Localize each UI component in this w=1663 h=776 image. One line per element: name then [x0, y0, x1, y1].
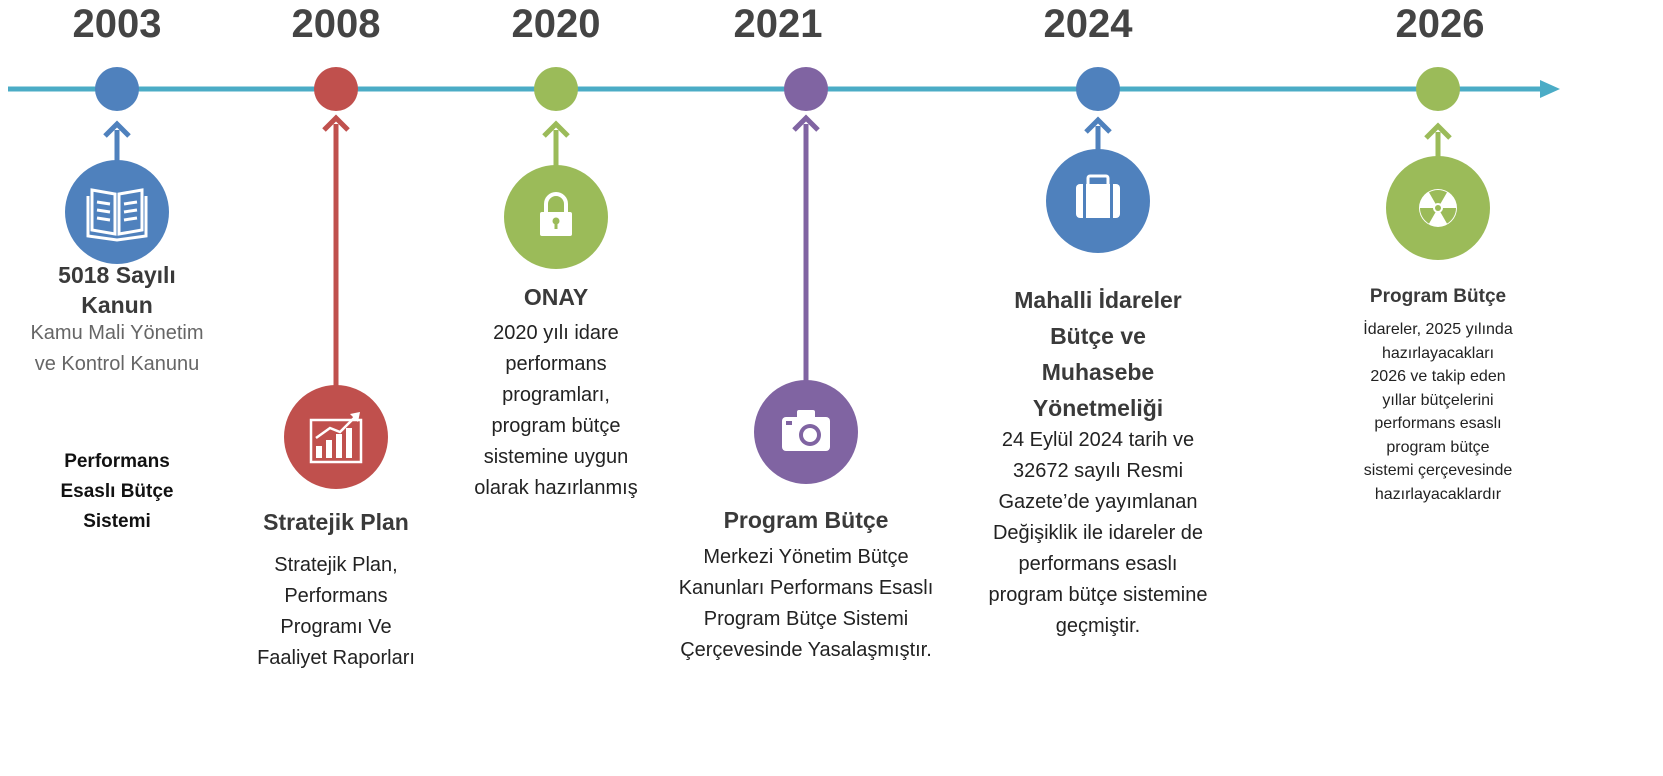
year-label-2003: 2003	[72, 2, 162, 46]
briefcase-icon	[1076, 174, 1120, 218]
icon-circle-2003	[65, 160, 169, 264]
event-title-2026: Program Bütçe	[1369, 286, 1507, 307]
timeline-node-2008	[314, 67, 358, 111]
connector-2024	[1084, 116, 1112, 150]
connector-2026	[1424, 122, 1452, 160]
event-extra-2003: Performans Esaslı Bütçe Sistemi	[60, 451, 174, 532]
event-title-2008: Stratejik Plan	[263, 509, 409, 535]
year-label-2021: 2021	[733, 2, 823, 46]
camera-icon	[782, 410, 830, 451]
event-title-2021: Program Bütçe	[723, 507, 889, 533]
connector-2020	[542, 120, 570, 170]
bar-chart-icon	[309, 412, 363, 464]
connector-2021	[792, 114, 820, 384]
event-description-2024: 24 Eylül 2024 tarih ve 32672 sayılı Resm…	[988, 429, 1208, 637]
book-icon	[86, 188, 148, 242]
timeline-node-2021	[784, 67, 828, 111]
year-label-2020: 2020	[511, 2, 601, 46]
year-label-2024: 2024	[1043, 2, 1133, 46]
radiation-icon	[1419, 189, 1457, 227]
year-label-2008: 2008	[291, 2, 381, 46]
event-title-2024: Mahalli İdareler Bütçe ve Muhasebe Yönet…	[1014, 287, 1182, 421]
lock-icon	[540, 192, 572, 236]
timeline-arrowhead	[1540, 80, 1560, 98]
event-title-2020: ONAY	[523, 284, 589, 310]
timeline-node-2024	[1076, 67, 1120, 111]
connector-2008	[322, 114, 350, 390]
event-description-2008: Stratejik Plan, Performans Programı Ve F…	[257, 554, 415, 669]
event-description-2003: Kamu Mali Yönetim ve Kontrol Kanunu	[30, 322, 204, 375]
timeline-node-2026	[1416, 67, 1460, 111]
event-description-2021: Merkezi Yönetim Bütçe Kanunları Performa…	[678, 546, 934, 661]
timeline-node-2020	[534, 67, 578, 111]
event-description-2020: 2020 yılı idare performans programları, …	[474, 322, 638, 499]
timeline-node-2003	[95, 67, 139, 111]
year-label-2026: 2026	[1395, 2, 1485, 46]
event-title-2003: 5018 Sayılı Kanun	[58, 262, 176, 318]
event-description-2026: İdareler, 2025 yılında hazırlayacakları …	[1363, 321, 1513, 503]
